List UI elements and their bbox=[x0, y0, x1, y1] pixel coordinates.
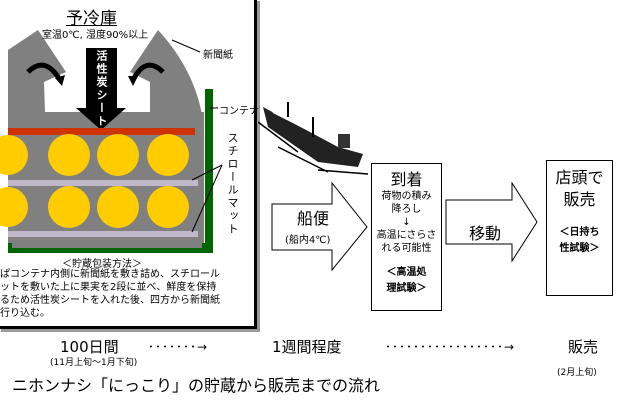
sale-label: 販売 bbox=[568, 338, 599, 356]
ship-label: 船便 bbox=[297, 209, 330, 228]
storage-title: 予冷庫 bbox=[66, 9, 117, 29]
sale-period: (2月上旬) bbox=[557, 368, 597, 378]
ship-arrow bbox=[271, 182, 368, 272]
method-line: るため活性炭シートを入れた後、四方から新聞紙 bbox=[0, 295, 220, 306]
storage-illustration bbox=[0, 30, 223, 253]
method-line: ぱコンテナ内側に新聞紙を敷き詰め、スチロール bbox=[0, 269, 220, 280]
arrival-line: ↓ bbox=[402, 217, 411, 228]
fruit-row-1 bbox=[0, 134, 189, 176]
styrofoam-mat-label: スチロールマット bbox=[226, 132, 239, 236]
arrival-line: 荷物の積み bbox=[381, 191, 432, 202]
storage-conditions: 室温0℃, 湿度90%以上 bbox=[42, 30, 149, 41]
mat-2 bbox=[8, 231, 198, 237]
container-label: コンテナ bbox=[219, 106, 259, 117]
dots-arrow-2: ･････････････････→ bbox=[385, 340, 516, 354]
store-test: 性試験＞ bbox=[559, 243, 600, 254]
store-title: 販売 bbox=[563, 190, 596, 209]
newspaper-label: 新聞紙 bbox=[203, 50, 233, 61]
mat-1 bbox=[8, 180, 198, 186]
dots-arrow-1: ･･･････→ bbox=[148, 340, 209, 354]
fruit-row-2 bbox=[0, 186, 189, 228]
method-text: ぱコンテナ内側に新聞紙を敷き詰め、スチロール ットを敷いた上に果実を2段に並べ、… bbox=[0, 268, 220, 320]
method-heading: ＜貯蔵包装方法＞ bbox=[62, 259, 142, 270]
arrival-test: 理試験＞ bbox=[386, 283, 427, 294]
arrival-box: 到着 荷物の積み 降ろし ↓ 高温にさらさ れる可能性 ＜高温処 理試験＞ bbox=[371, 163, 442, 311]
down-arrow-icon bbox=[76, 48, 126, 130]
move-arrow bbox=[445, 182, 538, 263]
curl-arrow-left-icon bbox=[26, 62, 63, 82]
arrival-title: 到着 bbox=[390, 170, 423, 189]
ship-icon bbox=[258, 102, 369, 175]
arrival-line: れる可能性 bbox=[381, 243, 432, 254]
method-line: ットを敷いた上に果実を2段に並べ、鮮度を保持 bbox=[0, 282, 217, 293]
method-line: 行り込む。 bbox=[0, 308, 50, 319]
store-title: 店頭で bbox=[555, 168, 604, 187]
arrival-line: 降ろし bbox=[391, 204, 422, 215]
store-test: ＜日持ち bbox=[559, 227, 600, 238]
charcoal-sheet-label: 活性炭シート bbox=[95, 50, 108, 128]
arrival-test: ＜高温処 bbox=[386, 267, 427, 278]
ship-note: (船内4℃) bbox=[285, 235, 331, 246]
caption: ニホンナシ「にっこり」の貯蔵から販売までの流れ bbox=[12, 376, 381, 395]
transit-duration: 1週間程度 bbox=[272, 338, 342, 356]
move-label: 移動 bbox=[469, 224, 502, 243]
storage-days: 100日間 bbox=[60, 338, 119, 356]
arrival-line: 高温にさらさ bbox=[376, 230, 437, 241]
store-box: 店頭で 販売 ＜日持ち 性試験＞ bbox=[546, 160, 613, 296]
newspaper-left bbox=[8, 30, 66, 112]
charcoal-sheet-bar bbox=[8, 128, 195, 135]
storage-period: (11月上旬～1月下旬) bbox=[50, 358, 138, 368]
newspaper-right bbox=[130, 30, 203, 120]
